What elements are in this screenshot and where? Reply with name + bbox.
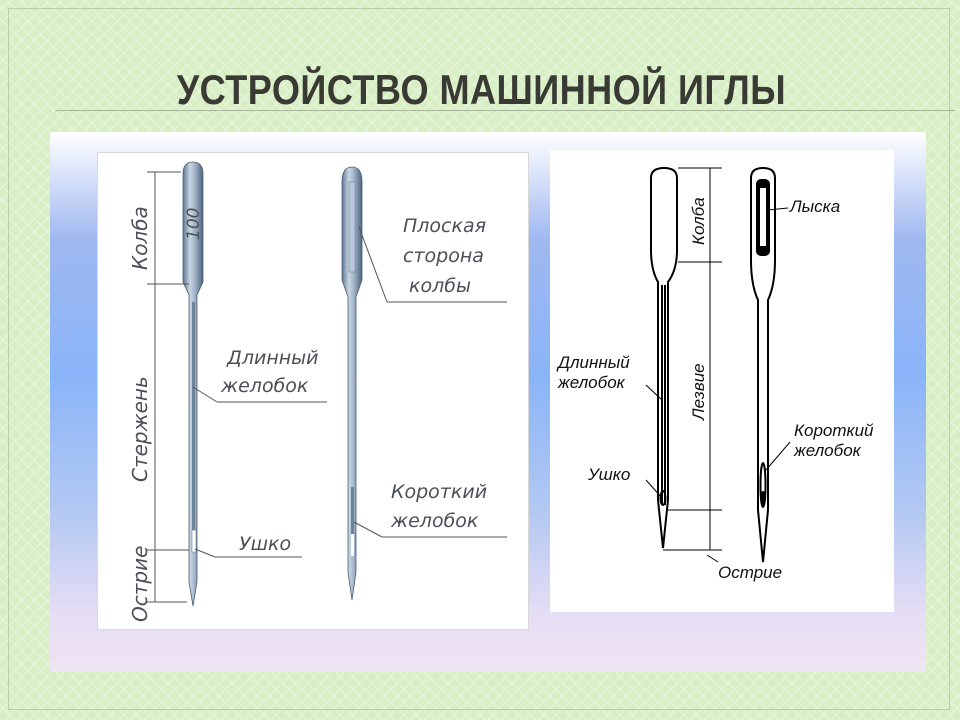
drawing-label-lyska: Лыска (789, 197, 840, 216)
label-kolby: колбы (409, 275, 471, 297)
needle-photo-diagram: 100 (97, 152, 529, 630)
slide-frame (8, 8, 950, 710)
drawing-label-zhelobok-long: желобок (557, 373, 626, 392)
label-sterzhen: Стержень (128, 376, 152, 482)
label-dlinny: Длинный (226, 347, 319, 369)
drawing-needle-1 (650, 166, 678, 549)
drawing-label-ushko: Ушко (587, 465, 630, 484)
needle-photo-svg: 100 (97, 152, 529, 630)
label-ostrie: Острие (128, 546, 152, 622)
needle-drawing-diagram: Колба Лезвие Длинный желобок Ушко Острие… (550, 150, 894, 612)
title-underline (55, 110, 955, 111)
label-zhelobok-short: желобок (390, 510, 479, 532)
label-ushko: Ушко (239, 533, 291, 555)
content-panel: 100 (50, 132, 926, 672)
drawing-label-ostrie: Острие (718, 563, 782, 582)
label-korotky: Короткий (391, 481, 487, 503)
drawing-label-zhelobok-short: желобок (793, 441, 862, 460)
dimension-lines (147, 171, 507, 603)
label-kolba: Колба (128, 206, 152, 270)
drawing-label-lezvie: Лезвие (689, 363, 708, 421)
drawing-label-kolba: Колба (689, 197, 708, 245)
label-zhelobok-long: желобок (220, 375, 309, 397)
drawing-needle-2 (750, 166, 776, 563)
drawing-label-korotky: Короткий (794, 421, 874, 440)
needle-number: 100 (184, 208, 204, 240)
needle-1: 100 (182, 161, 204, 607)
needle-drawing-svg: Колба Лезвие Длинный желобок Ушко Острие… (556, 166, 874, 582)
label-storona: сторона (403, 245, 484, 267)
drawing-dimension-lines (645, 167, 791, 563)
slide-title: УСТРОЙСТВО МАШИННОЙ ИГЛЫ (176, 66, 787, 113)
drawing-label-dlinny: Длинный (556, 353, 630, 372)
needle-2 (341, 166, 363, 601)
label-ploskaya: Плоская (403, 215, 486, 237)
